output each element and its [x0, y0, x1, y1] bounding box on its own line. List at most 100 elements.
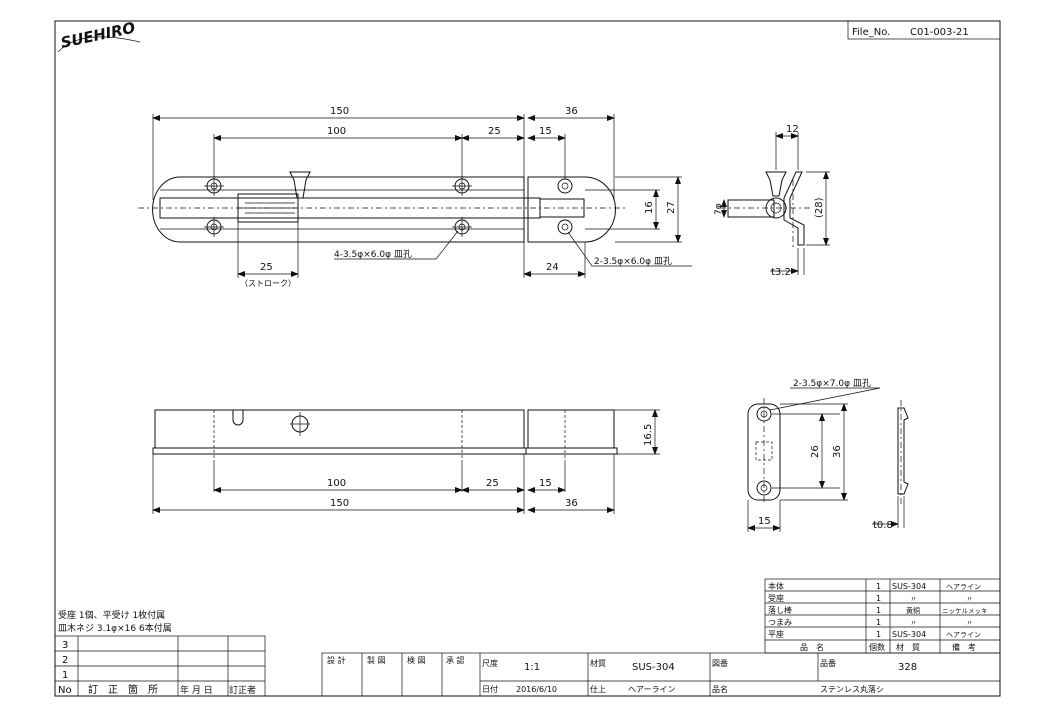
dim-front-overall: 150: [330, 498, 349, 509]
dim-plate-height: 36: [832, 445, 843, 458]
revision-header-by: 訂正者: [229, 684, 256, 696]
part-remark: ニッケルメッキ: [942, 607, 988, 615]
part-name: 落し棒: [768, 605, 792, 615]
dim-keeper-hole: 15: [539, 126, 552, 137]
revision-header-item: 訂 正 箇 所: [88, 683, 158, 696]
part-remark: 〃: [966, 595, 973, 603]
role-checking: 検 図: [407, 655, 426, 665]
dim-stroke-note: （ストローク）: [240, 279, 296, 288]
suehiro-logo: SUEHIRO: [57, 19, 141, 53]
file-no-label: File_No.: [852, 27, 890, 38]
front-view: 16.5 100 25 15 150 36: [152, 409, 660, 514]
part-no-label: 品番: [820, 658, 836, 668]
note-line: 皿木ネジ 3.1φ×16 6本付属: [58, 622, 172, 634]
material-label: 材質: [590, 658, 606, 668]
body-hole: [204, 217, 224, 237]
dim-side-width: 12: [786, 124, 799, 135]
dim-side-height: (28): [814, 197, 825, 218]
dim-height-outer: 27: [666, 201, 677, 214]
name-label: 品名: [712, 684, 728, 694]
side-view: 12 7φ (28) t3.2: [714, 124, 830, 278]
part-name: 平座: [768, 629, 784, 639]
part-material: SUS-304: [892, 582, 926, 591]
front-keeper: [527, 409, 615, 449]
accessory-notes: 受座 1個、平受け 1枚付属 皿木ネジ 3.1φ×16 6本付属: [58, 609, 172, 634]
role-design: 設 計: [327, 655, 346, 665]
parts-table: 本体 1 SUS-304 ヘアライン 受座 1 〃 〃 落し棒 1 黄銅 ニッケ…: [764, 578, 1001, 654]
part-material: 〃: [910, 619, 917, 627]
note-plate-holes: 2-3.5φ×7.0φ 皿孔: [793, 378, 871, 389]
note-body-holes: 4-3.5φ×6.0φ 皿孔: [334, 249, 412, 260]
parts-header-name: 品 名: [800, 642, 824, 652]
plate-view: 2-3.5φ×7.0φ 皿孔 26 36 15 t0.8: [747, 378, 909, 532]
dim-front-keeper-overall: 36: [565, 498, 578, 509]
body-plate: [152, 176, 525, 243]
sheet-border: [54, 20, 1001, 697]
scale-label: 尺度: [482, 658, 498, 668]
dim-rod-dia: 7φ: [714, 203, 724, 215]
drawing-no-label: 図番: [712, 658, 728, 668]
part-qty: 1: [876, 606, 881, 615]
front-body: [154, 409, 525, 449]
part-qty: 1: [876, 582, 881, 591]
part-remark: ヘアライン: [946, 631, 981, 639]
keeper-hole: [557, 178, 573, 194]
dim-overall: 150: [330, 106, 349, 117]
role-drafting: 製 図: [367, 655, 386, 665]
revision-table: 3 2 1 No 訂 正 箇 所 年 月 日 訂正者: [54, 635, 266, 697]
part-name: つまみ: [768, 618, 792, 627]
material-value: SUS-304: [632, 662, 675, 673]
keeper: [527, 176, 616, 243]
keeper-hole: [557, 219, 573, 235]
part-no-value: 328: [898, 662, 917, 673]
file-no-value: C01-003-21: [910, 27, 969, 38]
part-material: 〃: [910, 595, 917, 603]
note-keeper-holes: 2-3.5φ×6.0φ 皿孔: [594, 256, 672, 267]
note-line: 受座 1個、平受け 1枚付属: [58, 609, 165, 621]
part-material: SUS-304: [892, 630, 926, 639]
finish-value: ヘアーライン: [628, 685, 676, 694]
part-qty: 1: [876, 594, 881, 603]
role-approval: 承 認: [446, 655, 465, 665]
dim-plate-width: 15: [758, 516, 771, 527]
revision-no: 3: [62, 640, 68, 651]
dim-front-height: 16.5: [643, 424, 654, 446]
dim-hole-pitch: 100: [327, 126, 346, 137]
knob: [289, 171, 311, 199]
part-remark: 〃: [966, 619, 973, 627]
revision-header-date: 年 月 日: [180, 684, 213, 696]
revision-header-no: No: [58, 685, 72, 696]
dim-stroke: 25: [260, 262, 273, 273]
part-remark: ヘアライン: [946, 583, 981, 591]
dim-keeper-width: 24: [546, 262, 559, 273]
revision-no: 2: [62, 655, 68, 666]
scale-value: 1:1: [524, 662, 540, 673]
dim-side-thickness: t3.2: [771, 267, 791, 278]
part-material: 黄銅: [906, 606, 920, 615]
date-label: 日付: [482, 684, 498, 694]
part-qty: 1: [876, 618, 881, 627]
dim-front-keeper-hole: 15: [539, 478, 552, 489]
title-block: 設 計 製 図 検 図 承 認 尺度 1:1 材質 SUS-304 図番 品番 …: [321, 652, 1001, 697]
part-qty: 1: [876, 630, 881, 639]
dim-keeper-overall: 36: [565, 106, 578, 117]
dim-height-inner: 16: [644, 201, 655, 214]
body-hole: [452, 217, 472, 237]
finish-label: 仕上: [590, 684, 606, 694]
parts-header-material: 材 質: [896, 642, 920, 652]
dim-plate-thickness: t0.8: [873, 520, 893, 531]
date-value: 2016/6/10: [516, 685, 557, 694]
part-name: 受座: [768, 593, 784, 603]
name-value: ステンレス丸落シ: [820, 684, 884, 694]
parts-header-qty: 個数: [869, 642, 885, 652]
part-name: 本体: [768, 581, 784, 591]
file-no-box: File_No. C01-003-21: [847, 20, 1001, 40]
dim-plate-pitch: 26: [810, 445, 821, 458]
revision-no: 1: [62, 670, 68, 681]
dim-front-pitch: 100: [327, 478, 346, 489]
top-view: 150 36 100 25 15 25 （ストローク） 24 16 27 4-3…: [138, 106, 692, 288]
dim-front-hole-to-end: 25: [486, 478, 499, 489]
dim-hole-to-end: 25: [488, 126, 501, 137]
plate-side: [897, 407, 909, 495]
